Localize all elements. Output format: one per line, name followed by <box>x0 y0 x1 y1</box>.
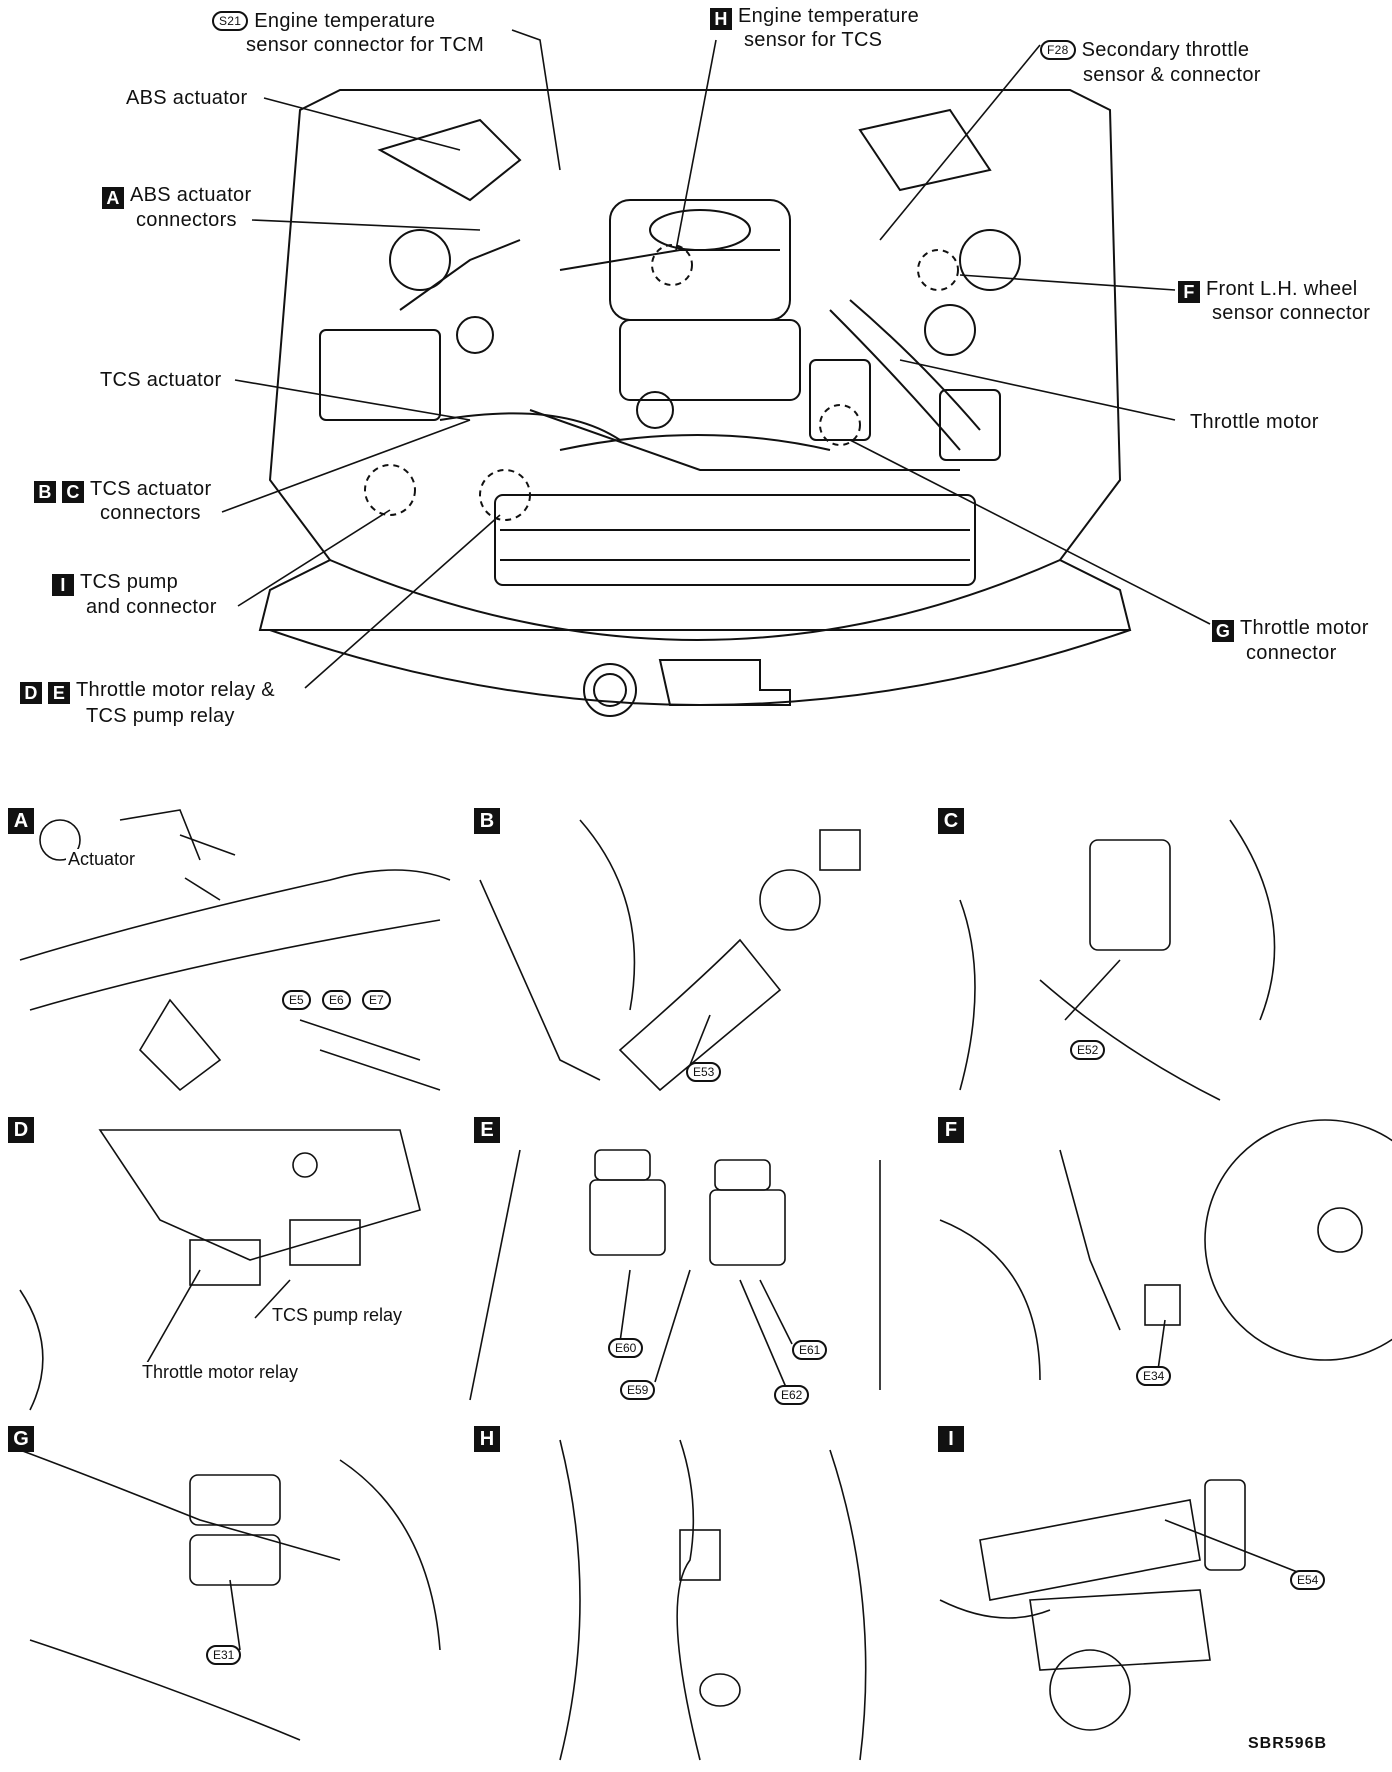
tcm-sensor-line1: Engine temperature <box>254 10 436 32</box>
panel-e-letter: E <box>474 1117 500 1143</box>
de-line2: TCS pump relay <box>86 705 235 727</box>
panel-d-throttle-motor-relay: Throttle motor relay <box>140 1362 301 1383</box>
label-h: H Engine temperature <box>710 4 919 30</box>
panel-a-art <box>19 809 451 1092</box>
panel-i-letter: I <box>938 1426 964 1452</box>
connector-circle-s21: S21 <box>212 11 249 31</box>
panel-b-art <box>479 819 861 1092</box>
box-h: H <box>710 8 732 30</box>
panel-d-tcs-pump-relay: TCS pump relay <box>270 1305 405 1326</box>
i-line1: TCS pump <box>80 571 178 593</box>
g-line1: Throttle motor <box>1240 617 1369 639</box>
panel-i-connector-e54: E54 <box>1290 1570 1326 1590</box>
box-i: I <box>52 574 74 596</box>
de-line1: Throttle motor relay & <box>76 679 275 701</box>
panel-a-connector-e7: E7 <box>362 990 391 1010</box>
box-b: B <box>34 481 56 503</box>
label-tcs-actuator: TCS actuator <box>100 369 222 391</box>
panel-f-connector-e34: E34 <box>1136 1366 1172 1386</box>
panel-i-art <box>939 1479 1246 1731</box>
engine-bay-drawing <box>258 89 1132 717</box>
h-line1: Engine temperature <box>738 5 920 27</box>
panel-c-connector-e52: E52 <box>1070 1040 1106 1060</box>
panel-h-letter: H <box>474 1426 500 1452</box>
sec-line2: sensor & connector <box>1083 64 1261 86</box>
panel-f-art <box>939 1119 1392 1381</box>
box-d: D <box>20 682 42 704</box>
panel-h-art <box>559 1439 867 1761</box>
label-abs-actuator: ABS actuator <box>126 87 248 109</box>
box-g: G <box>1212 620 1234 642</box>
panel-e-connector-e62: E62 <box>774 1385 810 1405</box>
box-c: C <box>62 481 84 503</box>
panel-e-art <box>469 1149 881 1401</box>
panel-g-letter: G <box>8 1426 34 1452</box>
panel-f-letter: F <box>938 1117 964 1143</box>
figure-code: SBR596B <box>1248 1735 1328 1752</box>
leader-lines <box>221 29 1211 689</box>
panel-d-letter: D <box>8 1117 34 1143</box>
h-line2: sensor for TCS <box>744 29 883 51</box>
label-a: A ABS actuator <box>102 183 251 209</box>
panel-d-art <box>19 1129 421 1411</box>
panel-a-connector-e6: E6 <box>322 990 351 1010</box>
panel-c-art <box>959 819 1276 1101</box>
panel-a-letter: A <box>8 808 34 834</box>
a-line1: ABS actuator <box>130 184 252 206</box>
box-f: F <box>1178 281 1200 303</box>
panel-e-connector-e59: E59 <box>620 1380 656 1400</box>
f-line2: sensor connector <box>1212 302 1371 324</box>
label-throttle-motor: Throttle motor <box>1190 411 1319 433</box>
label-i: I TCS pump <box>52 570 178 596</box>
panel-b-letter: B <box>474 808 500 834</box>
box-e: E <box>48 682 70 704</box>
label-g: G Throttle motor <box>1212 616 1369 642</box>
panel-c-letter: C <box>938 808 964 834</box>
detail-panels <box>19 809 1392 1761</box>
sec-line1: Secondary throttle <box>1081 39 1250 61</box>
panel-b-connector-e53: E53 <box>686 1062 722 1082</box>
g-line2: connector <box>1246 642 1337 664</box>
panel-g-art <box>19 1449 441 1741</box>
i-line2: and connector <box>86 596 217 618</box>
panel-g-connector-e31: E31 <box>206 1645 242 1665</box>
panel-a-actuator-label: Actuator <box>66 849 138 870</box>
tcm-sensor-line2: sensor connector for TCM <box>246 34 485 56</box>
box-a: A <box>102 187 124 209</box>
panel-e-connector-e60: E60 <box>608 1338 644 1358</box>
a-line2: connectors <box>136 209 237 231</box>
connector-circle-f28: F28 <box>1040 40 1076 60</box>
label-f: F Front L.H. wheel <box>1178 277 1358 303</box>
f-line1: Front L.H. wheel <box>1206 278 1358 300</box>
panel-e-connector-e61: E61 <box>792 1340 828 1360</box>
bc-line2: connectors <box>100 502 201 524</box>
bc-line1: TCS actuator <box>90 478 212 500</box>
panel-a-connector-e5: E5 <box>282 990 311 1010</box>
